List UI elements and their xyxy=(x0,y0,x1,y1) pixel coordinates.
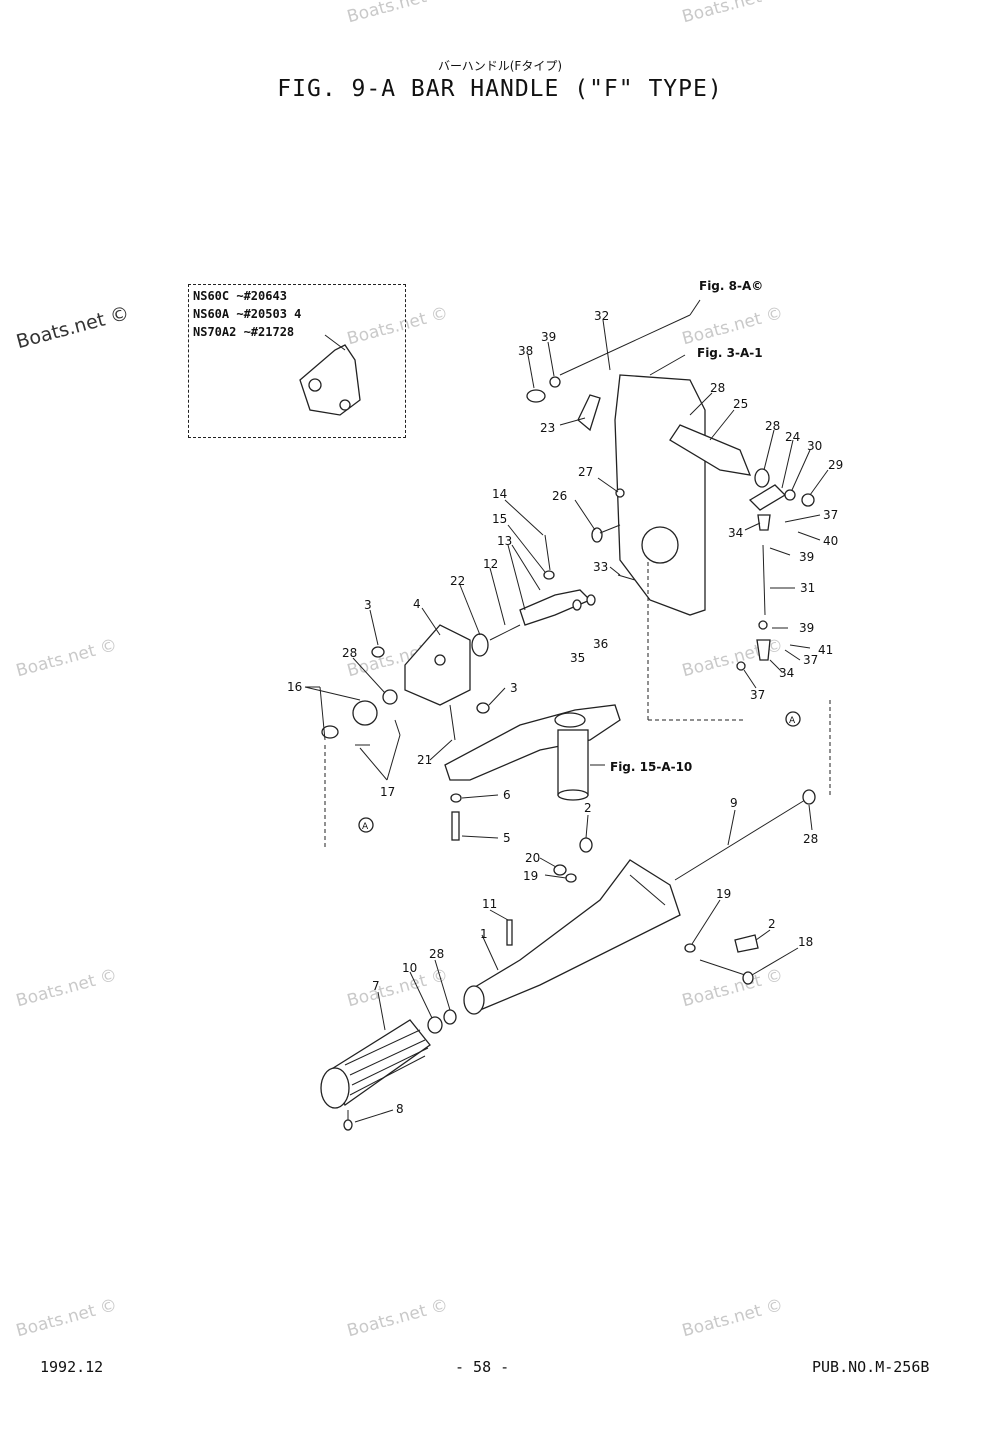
part-label: 34 xyxy=(779,666,794,680)
part-label: 37 xyxy=(803,653,818,667)
part-label: 15 xyxy=(492,512,507,526)
part-label: 5 xyxy=(503,831,511,845)
figure-title: FIG. 9-A BAR HANDLE ("F" TYPE) xyxy=(277,76,723,102)
part-label: 12 xyxy=(483,557,498,571)
part-label: 2 xyxy=(584,801,592,815)
part-label: 39 xyxy=(799,550,814,564)
part-label: 19 xyxy=(716,887,731,901)
part-label: 41 xyxy=(818,643,833,657)
part-label: 39 xyxy=(799,621,814,635)
inset-line: NS60C ~#20643 xyxy=(193,289,287,303)
part-label: 18 xyxy=(798,935,813,949)
part-label: 35 xyxy=(570,651,585,665)
part-label: 8 xyxy=(396,1102,404,1116)
part-label: 24 xyxy=(785,430,800,444)
part-label: 31 xyxy=(800,581,815,595)
part-label: 37 xyxy=(750,688,765,702)
part-label: 6 xyxy=(503,788,511,802)
part-label: 13 xyxy=(497,534,512,548)
part-label: 4 xyxy=(413,597,421,611)
part-label: 19 xyxy=(523,869,538,883)
part-label: 25 xyxy=(733,397,748,411)
part-label: 32 xyxy=(594,309,609,323)
part-label: 11 xyxy=(482,897,497,911)
model-serial-inset: NS60C ~#20643 NS60A ~#20503 4 NS70A2 ~#2… xyxy=(188,284,406,438)
part-label: 14 xyxy=(492,487,507,501)
part-label: 28 xyxy=(803,832,818,846)
part-label: 40 xyxy=(823,534,838,548)
part-label: 2 xyxy=(768,917,776,931)
part-label: 10 xyxy=(402,961,417,975)
part-label: 21 xyxy=(417,753,432,767)
part-label: 36 xyxy=(593,637,608,651)
figure-subtitle-japanese: バーハンドル(Fタイプ) xyxy=(437,59,563,73)
reference-marker-a: A xyxy=(785,711,801,727)
part-label: 20 xyxy=(525,851,540,865)
inset-part-bracket xyxy=(299,334,361,416)
reference-marker-a: A xyxy=(358,817,374,833)
svg-text:A: A xyxy=(789,716,796,726)
svg-text:A: A xyxy=(362,822,369,832)
part-label: 37 xyxy=(823,508,838,522)
part-labels: 1 2 2 3 3 4 5 6 7 8 9 10 11 12 13 14 15 … xyxy=(287,309,843,1116)
part-label: 28 xyxy=(710,381,725,395)
part-label: 26 xyxy=(552,489,567,503)
part-label: 38 xyxy=(518,344,533,358)
part-label: 9 xyxy=(730,796,738,810)
part-label: 1 xyxy=(480,927,488,941)
part-label: 3 xyxy=(364,598,372,612)
part-label: 23 xyxy=(540,421,555,435)
reference-fig-3a1: Fig. 3-A-1 xyxy=(697,346,763,360)
part-label: 28 xyxy=(429,947,444,961)
part-label: 33 xyxy=(593,560,608,574)
part-label: 3 xyxy=(510,681,518,695)
footer-publication-number: PUB.NO.M-256B xyxy=(812,1358,930,1376)
part-label: 29 xyxy=(828,458,843,472)
part-label: 7 xyxy=(372,979,380,993)
reference-fig-8a: Fig. 8-A© xyxy=(699,279,764,293)
part-label: 28 xyxy=(765,419,780,433)
part-label: 17 xyxy=(380,785,395,799)
part-label: 16 xyxy=(287,680,302,694)
part-label: 22 xyxy=(450,574,465,588)
part-label: 30 xyxy=(807,439,822,453)
footer-date: 1992.12 xyxy=(40,1358,104,1376)
part-label: 27 xyxy=(578,465,593,479)
part-label: 34 xyxy=(728,526,743,540)
inset-line: NS70A2 ~#21728 xyxy=(193,325,295,339)
inset-line: NS60A ~#20503 4 xyxy=(193,307,302,321)
reference-fig-15a10: Fig. 15-A-10 xyxy=(610,760,693,774)
part-label: 39 xyxy=(541,330,556,344)
part-label: 28 xyxy=(342,646,357,660)
footer-page-number: - 58 - xyxy=(455,1358,510,1376)
